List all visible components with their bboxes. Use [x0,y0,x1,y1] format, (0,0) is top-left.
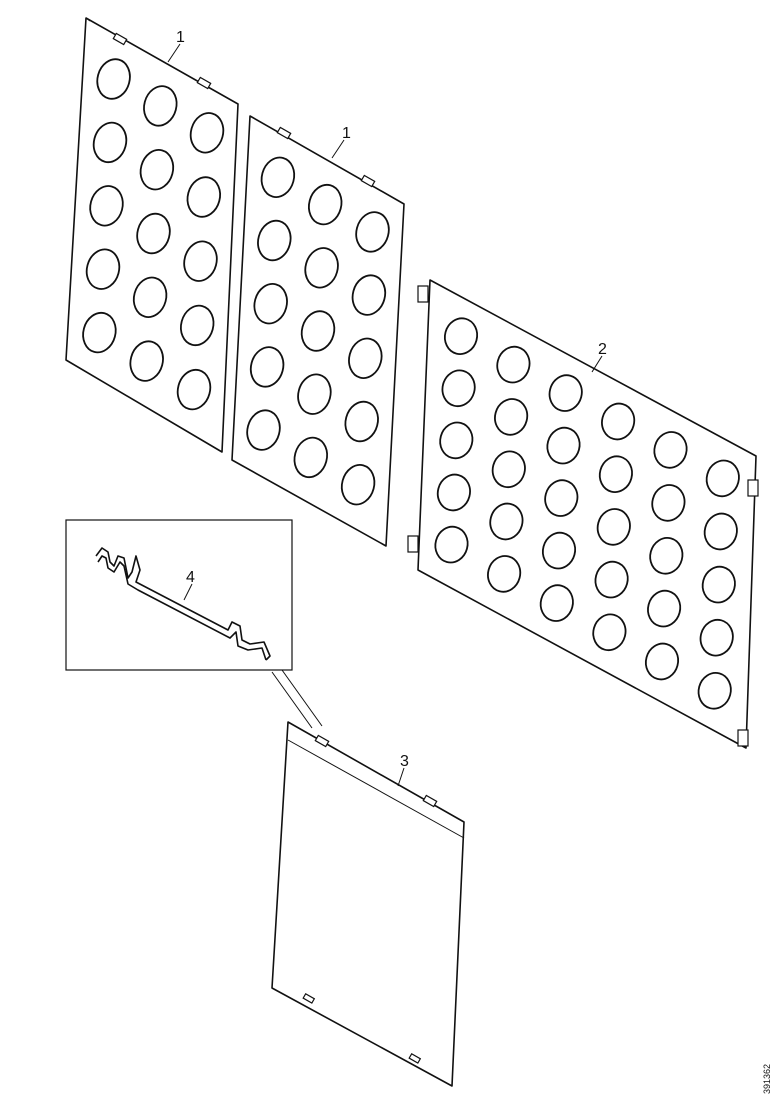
perforation-hole [183,240,218,282]
perforation-hole [496,345,531,384]
perforation-hole [701,565,736,604]
perforation-hole [703,512,738,551]
perforation-hole [436,473,471,512]
perforated-panel-large [407,279,759,749]
perforation-hole [89,185,124,227]
perforation-hole [85,248,121,290]
perforation-hole [443,317,479,355]
perforation-hole [697,672,732,710]
callout-detail-bracket: 4 [183,569,195,601]
perforation-hole [129,340,164,382]
callout-label-1a: 1 [176,29,185,46]
perforation-hole [699,618,734,657]
perforation-hole [246,409,281,451]
perforation-hole [253,283,288,325]
perforation-hole [344,400,379,443]
perforation-hole [546,426,581,465]
perforation-hole [592,613,627,652]
perforation-hole [705,459,740,498]
panel-left-holes [82,58,225,411]
perforation-hole [434,525,469,564]
perforation-hole [489,502,524,541]
cover-plate [271,721,465,1087]
callout-panel-b: 1 [331,125,351,159]
perforation-hole [544,479,579,517]
callout-panel-a: 1 [167,29,185,63]
perforation-hole [260,156,296,198]
perforation-hole [487,555,522,593]
perforation-hole [596,508,631,546]
perforation-hole [189,112,225,154]
perforation-hole [348,337,383,379]
perforation-hole [176,368,212,411]
perforation-hole [647,589,682,628]
perforation-hole [441,369,476,408]
perforation-hole [494,398,529,436]
perforation-hole [297,373,332,415]
perforation-hole [653,431,688,469]
perforation-hole [651,484,686,522]
callout-label-2: 2 [598,341,607,358]
callout-label-3: 3 [400,753,409,770]
perforation-hole [308,183,343,226]
callout-label-4: 4 [186,569,195,586]
perforation-hole [601,402,636,441]
perforation-hole [186,176,221,218]
document-id: 391362 [762,1064,772,1094]
perforation-hole [136,212,171,255]
perforation-hole [293,436,328,479]
perforation-hole [541,531,577,570]
perforation-hole [82,311,117,354]
perforation-hole [92,121,128,164]
perforation-hole [491,450,526,489]
perforation-hole [351,274,387,316]
perforation-hole [249,346,285,388]
perforation-hole [143,85,178,127]
callout-label-1b: 1 [342,125,351,142]
perforation-hole [139,149,175,191]
perforation-hole [132,276,168,318]
perforation-hole [355,211,390,253]
perforation-hole [180,304,215,347]
perforation-hole [439,421,474,460]
callout-cover-plate: 3 [397,753,409,787]
perforation-hole [548,374,583,412]
perforation-hole [300,310,336,352]
perforation-hole [594,560,629,599]
perforated-panel-middle [231,115,405,547]
perforated-panel-left [65,17,239,453]
perforation-hole [96,58,131,100]
callout-panel-large: 2 [591,341,607,373]
perforation-hole [644,642,680,681]
perforation-hole [598,455,633,493]
perforation-hole [539,584,574,622]
panel-large-holes [434,317,740,710]
detail-view-box [65,519,323,729]
perforation-hole [304,247,339,289]
perforation-hole [257,219,292,262]
perforation-hole [340,464,376,506]
perforation-hole [649,537,684,575]
bracket-profile [95,547,271,661]
panel-middle-holes [246,156,390,506]
